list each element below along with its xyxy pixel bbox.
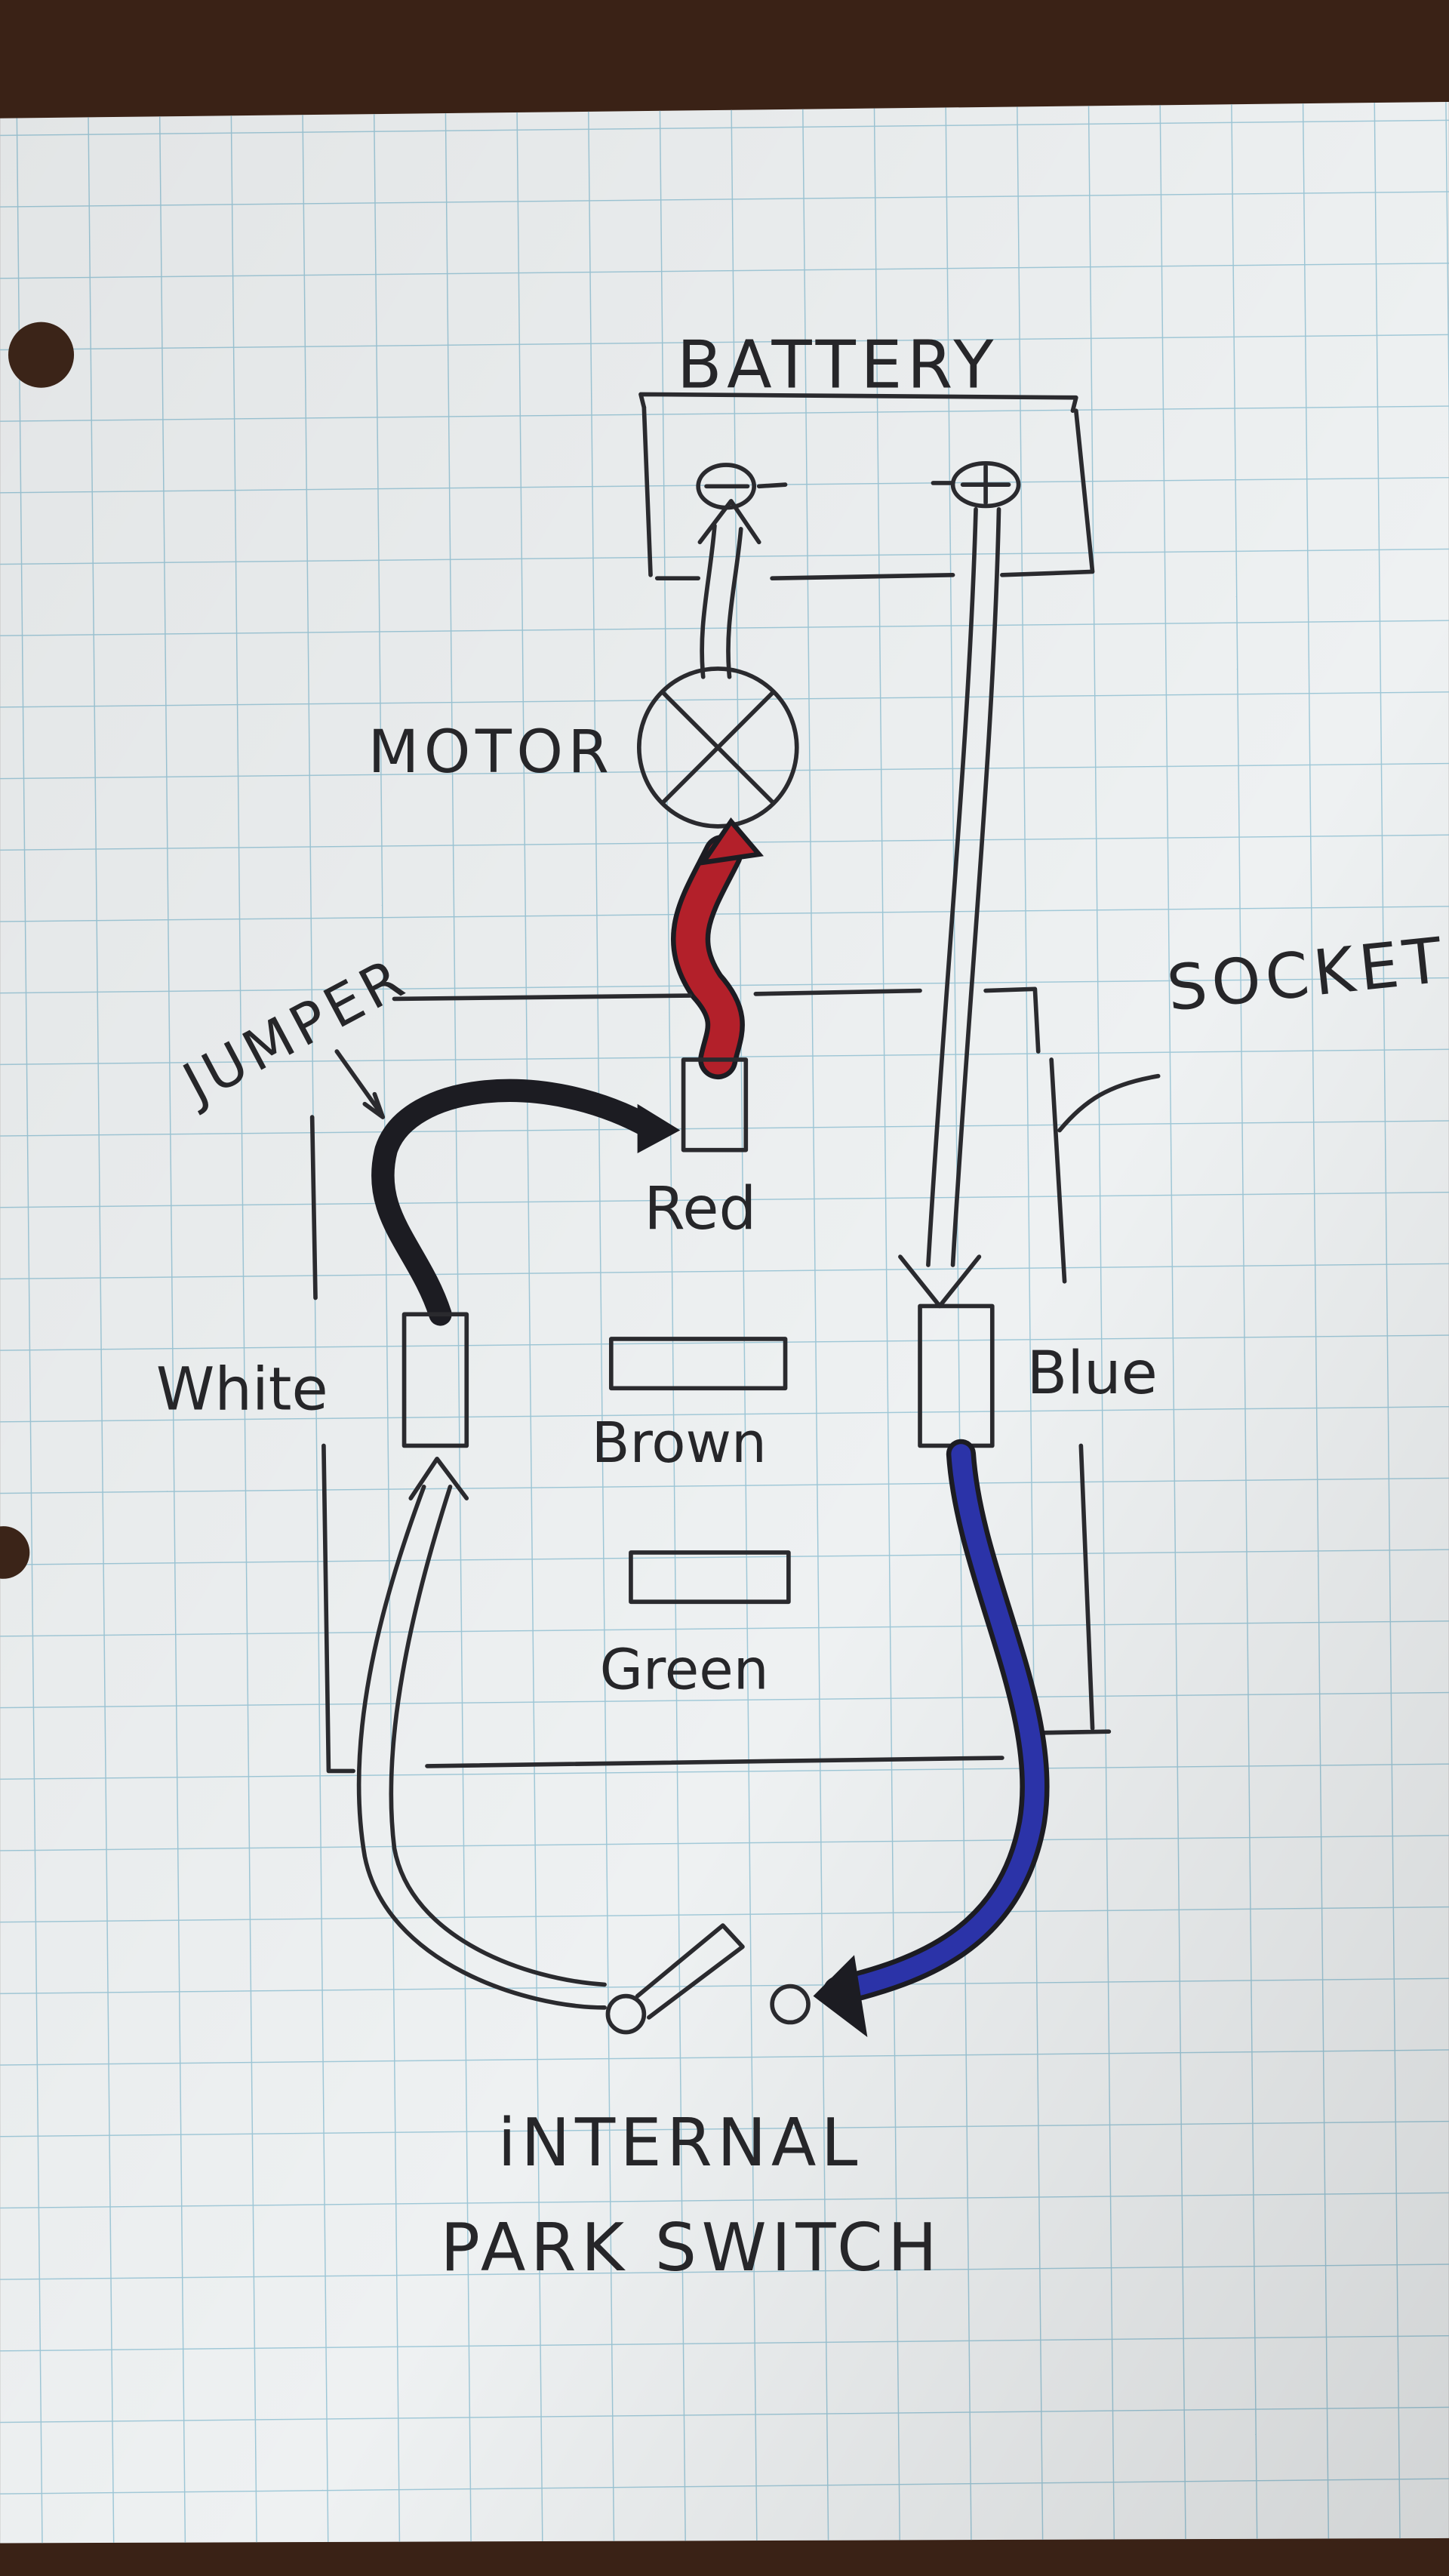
red-terminal: [681, 1057, 749, 1153]
punch-hole: [0, 1526, 30, 1579]
red-wire: [670, 817, 764, 1080]
motor-label: MOTOR: [368, 718, 614, 786]
brown-terminal-label: Brown: [592, 1411, 767, 1476]
wire-motor-to-negative: [697, 499, 761, 679]
jumper-pointer-arrow: [334, 1049, 386, 1119]
park-switch-symbol: [605, 1923, 811, 2035]
white-wire: [356, 1457, 607, 2010]
punch-hole: [8, 322, 75, 388]
switch-label-line1: iNTERNAL: [498, 2104, 863, 2181]
switch-label-line2: PARK SWITCH: [440, 2209, 942, 2286]
brown-terminal: [608, 1337, 788, 1391]
green-terminal: [629, 1550, 791, 1605]
motor-symbol: [636, 666, 799, 829]
red-terminal-label: Red: [644, 1174, 756, 1243]
battery-label: BATTERY: [677, 327, 998, 404]
battery: BATTERY: [638, 327, 1095, 581]
positive-terminal-icon: [931, 460, 1021, 509]
blue-terminal-label: Blue: [1027, 1339, 1158, 1408]
white-terminal: [401, 1312, 469, 1448]
wire-positive-to-blue: [898, 506, 1001, 1309]
blue-wire: [813, 1439, 1050, 2038]
socket-outline: [309, 986, 1161, 1774]
paper-sheet: [0, 101, 1449, 2544]
black-jumper-wire: [371, 1079, 681, 1326]
green-terminal-label: Green: [600, 1638, 769, 1703]
white-terminal-label: White: [156, 1356, 328, 1424]
